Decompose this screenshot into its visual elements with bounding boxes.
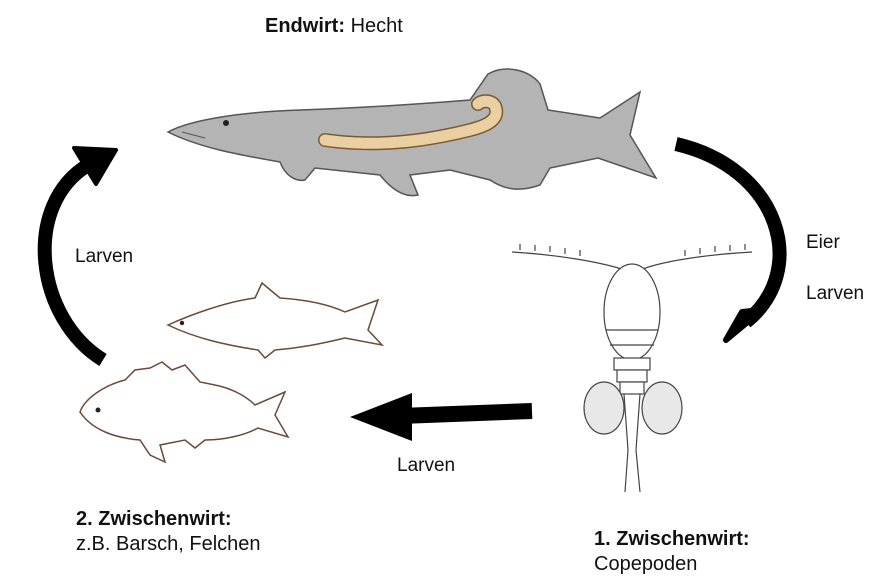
arrow-pike-to-copepod [676, 144, 780, 340]
perch-illustration [80, 362, 288, 462]
arrow-label-larven-right: Larven [806, 283, 864, 305]
second-host-label: 2. Zwischenwirt: z.B. Barsch, Felchen [76, 507, 261, 557]
arrow-label-eier: Eier [806, 232, 840, 254]
second-host-names: z.B. Barsch, Felchen [76, 533, 261, 555]
copepod-illustration [512, 244, 752, 492]
whitefish-illustration [168, 283, 382, 358]
first-host-title: 1. Zwischenwirt: [594, 528, 750, 550]
arrow-label-larven-left: Larven [75, 246, 133, 268]
arrow-label-larven-bottom: Larven [397, 455, 455, 477]
pike-illustration [168, 69, 656, 196]
arrow-copepod-to-fish [350, 393, 532, 441]
final-host-title: Endwirt: [265, 15, 345, 37]
first-host-label: 1. Zwischenwirt: Copepoden [594, 527, 750, 577]
second-host-title: 2. Zwischenwirt: [76, 508, 232, 530]
first-host-names: Copepoden [594, 553, 697, 575]
final-host-name: Hecht [351, 15, 403, 37]
final-host-label: Endwirt: Hecht [265, 14, 403, 39]
